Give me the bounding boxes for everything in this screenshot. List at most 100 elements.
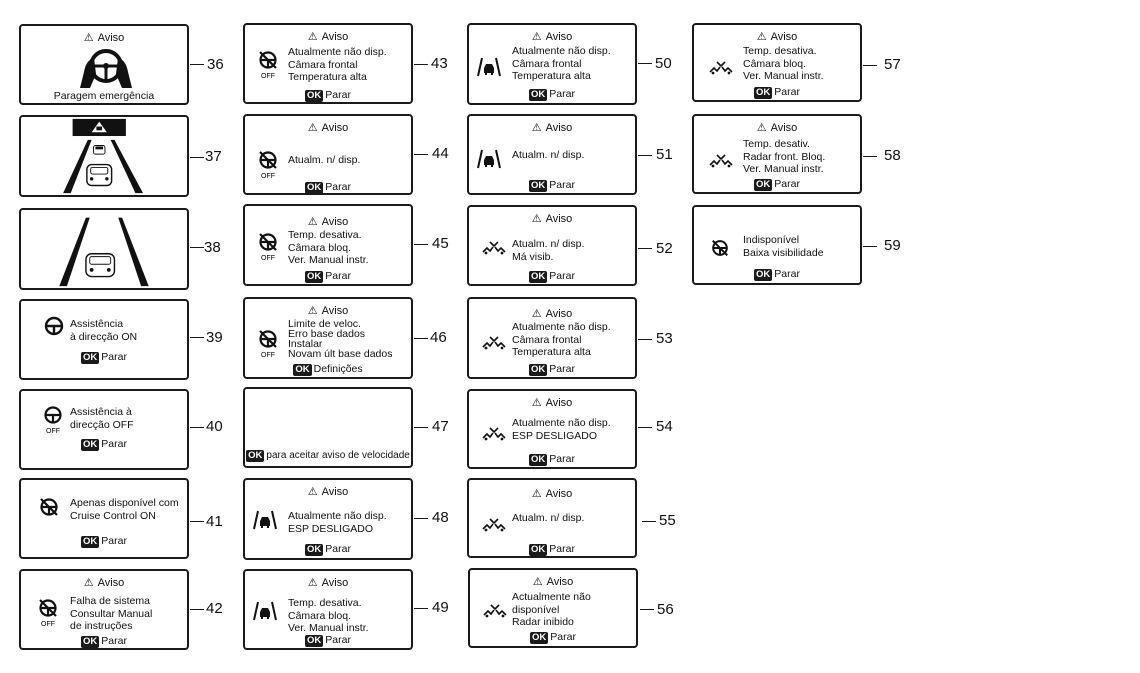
warning-triangle-icon: ⚠ [531,31,542,43]
ok-button-icon: OK [305,271,324,283]
steering-wheel-crossed-off-icon: OFF [256,50,280,80]
panel-43: ⚠Aviso OFF Atualmente não disp. Câmara f… [243,23,413,104]
warning-header: ⚠Aviso [21,576,187,589]
panel-48-text: Atualmente não disp. ESP DESLIGADO [288,510,387,535]
callout-line [638,155,652,156]
collision-warning-icon [708,58,734,76]
callout-line [190,427,204,428]
lane-keep-assist-icon [477,148,501,170]
off-indicator: OFF [261,352,275,359]
panel-45-text: Temp. desativa. Câmara bloq. Ver. Manual… [288,229,369,267]
message-line: direcção OFF [70,418,134,431]
steering-wheel-crossed-off-icon: OFF [256,150,280,180]
warning-header: ⚠Aviso [245,304,411,317]
ok-button-icon: OK [305,90,324,102]
callout-number-40: 40 [206,418,223,435]
message-line: Atualmente não disp. [512,321,611,333]
lane-car-icon [59,217,149,287]
callout-line [414,518,428,519]
ok-button-icon: OK [529,89,548,101]
ok-button-icon: OK [529,454,548,466]
callout-number-36: 36 [207,56,224,73]
panel-58-text: Temp. desativ. Radar front. Bloq. Ver. M… [743,138,825,176]
message-line: Má visib. [512,250,554,263]
warning-title: Aviso [97,577,125,589]
callout-line [414,64,428,65]
callout-line [414,244,428,245]
warning-title: Aviso [321,216,349,228]
ok-button-icon: OK [529,364,548,376]
callout-line [414,154,428,155]
message-line: disponível [512,603,560,616]
message-line: Temp. desativa. [288,229,362,241]
collision-warning-icon [708,151,734,169]
callout-number-53: 53 [656,330,673,347]
warning-title: Aviso [545,488,573,500]
panel-54: ⚠Aviso Atualmente não disp. ESP DESLIGAD… [467,389,637,469]
stop-label: Parar [325,270,351,282]
ok-button-icon: OK [529,544,548,556]
warning-triangle-icon: ⚠ [307,216,318,228]
warning-title: Aviso [321,577,349,589]
callout-number-37: 37 [205,148,222,165]
off-indicator: OFF [46,428,60,435]
message-line: Ver. Manual instr. [288,254,369,266]
warning-title: Aviso [545,213,573,225]
ok-button-icon: OK [305,635,324,647]
warning-title: Aviso [545,308,573,320]
stop-label: Parar [549,543,575,555]
warning-title: Aviso [321,122,349,134]
callout-line [638,427,652,428]
message-line: Atualmente não disp. [288,46,387,58]
ok-button-icon: OK [81,352,100,364]
stop-label: Parar [774,268,800,280]
lane-keep-assist-icon [477,56,501,78]
ok-button-icon: OK [530,632,549,644]
warning-triangle-icon: ⚠ [532,576,543,588]
callout-line [190,609,204,610]
panel-40-text: Assistência à direcção OFF [70,406,134,431]
message-line: Assistência à [70,406,132,418]
message-line: Câmara bloq. [288,241,352,254]
callout-number-58: 58 [884,147,901,164]
message-line: ESP DESLIGADO [512,429,598,442]
warning-triangle-icon: ⚠ [531,397,542,409]
callout-number-56: 56 [657,601,674,618]
message-line: Temperatura alta [512,70,591,82]
message-line: Atualm. n/ disp. [512,512,585,524]
collision-warning-icon [481,333,507,351]
stop-label: Parar [325,543,351,555]
panel-42: ⚠Aviso OFF Falha de sistema Consultar Ma… [19,569,189,650]
message-line: Actualmente não [512,591,591,603]
message-line: Radar front. Bloq. [743,150,826,163]
panel-42-text: Falha de sistema Consultar Manual de ins… [70,595,152,633]
message-line: Temperatura alta [288,71,367,83]
warning-header: ⚠Aviso [245,121,411,134]
message-line: Cruise Control ON [70,509,156,522]
message-line: Novam últ base dados [288,348,393,360]
panel-56-text: Actualmente não disponível Radar inibido [512,591,591,629]
